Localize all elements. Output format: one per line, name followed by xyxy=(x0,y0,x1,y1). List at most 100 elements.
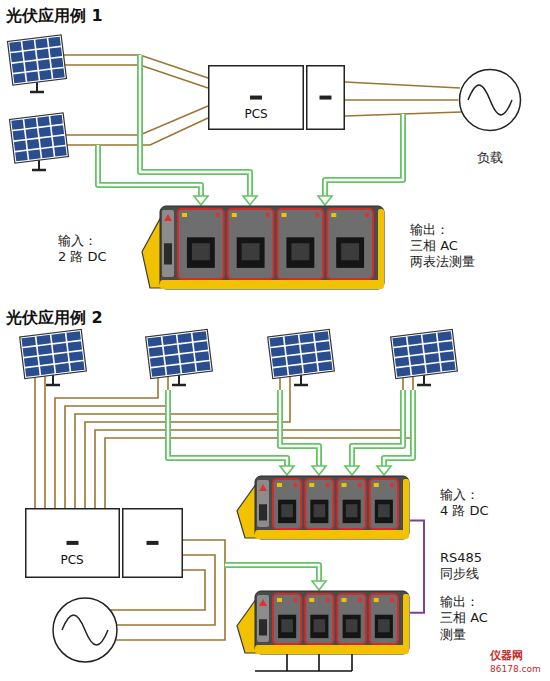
power-analyzer: 输出： 三相 AC 测量 xyxy=(235,590,410,655)
panel-cell xyxy=(22,40,35,50)
dc-wire xyxy=(65,376,168,508)
dc-wires xyxy=(35,55,413,508)
module-tab xyxy=(342,483,347,487)
signal-arrow xyxy=(168,390,287,466)
panel-base xyxy=(294,384,308,387)
section-heading: 光伏应用例 2 xyxy=(6,308,103,328)
signal-arrowhead xyxy=(312,581,326,590)
pcs-compartment xyxy=(209,66,304,130)
pcs-compartment xyxy=(123,509,183,578)
panel-cell xyxy=(394,347,408,357)
ac-wire xyxy=(345,82,460,88)
panel-cell xyxy=(179,343,193,353)
clamp-lead xyxy=(318,652,320,671)
module-jack xyxy=(286,237,314,268)
panel-base xyxy=(32,169,46,172)
panel-cell xyxy=(11,52,24,62)
panel-cell xyxy=(314,331,328,341)
panel-cell xyxy=(299,333,313,343)
solar-panel xyxy=(20,329,87,378)
panel-cell xyxy=(147,337,161,347)
panel-base xyxy=(172,384,186,387)
panel-cell xyxy=(39,127,52,137)
panel-cell xyxy=(55,363,69,373)
input-module xyxy=(278,209,324,279)
node-text: PCS xyxy=(245,107,268,122)
side-port xyxy=(259,619,267,635)
panel-cell xyxy=(26,71,39,81)
signal-arrow-core xyxy=(352,390,403,466)
module-jack-inner xyxy=(378,619,390,632)
panel-cell xyxy=(422,333,436,343)
module-led xyxy=(325,483,329,487)
panel-cell xyxy=(196,361,210,371)
panel-cell xyxy=(40,365,54,375)
signal-arrow xyxy=(98,145,201,196)
signal-arrow-core xyxy=(280,390,319,466)
panel-cell xyxy=(288,365,302,375)
panel-cell xyxy=(269,337,283,347)
module-led xyxy=(315,213,319,217)
panel-cell xyxy=(15,151,28,161)
module-led xyxy=(216,213,220,217)
node-text: 输出： 三相 AC 两表法测量 xyxy=(410,222,477,271)
pcs-indicator xyxy=(67,541,79,545)
module-tab xyxy=(277,483,282,487)
panel-cell xyxy=(166,365,180,375)
panel-cell xyxy=(37,116,50,126)
node-shape xyxy=(25,508,183,578)
input-module xyxy=(273,479,301,529)
housing-body xyxy=(160,206,384,289)
section-heading: 光伏应用例 1 xyxy=(6,6,103,26)
panel-frame xyxy=(20,329,87,378)
panel-cell xyxy=(287,355,301,365)
pcs-box: PCS xyxy=(208,65,345,130)
module-jack xyxy=(278,615,296,638)
signal-arrowhead xyxy=(377,466,391,475)
panel-cell xyxy=(52,125,65,135)
panel-cell xyxy=(284,335,298,345)
module-jack-inner xyxy=(314,619,326,632)
panel-cell xyxy=(194,341,208,351)
input-module xyxy=(338,594,366,644)
warning-mark xyxy=(164,214,172,221)
module-jack xyxy=(343,615,361,638)
pcs-box: PCS xyxy=(25,508,183,578)
module-led xyxy=(358,598,362,602)
panel-cell xyxy=(439,341,453,351)
panel-cell xyxy=(180,353,194,363)
panel-cell xyxy=(53,136,66,146)
housing-end xyxy=(378,209,384,286)
panel-cell xyxy=(24,357,38,367)
node-text: 输入： 4 路 DC xyxy=(440,487,490,520)
panel-cell xyxy=(395,357,409,367)
node-shape xyxy=(235,475,410,540)
panel-cell xyxy=(25,61,38,71)
panel-cell xyxy=(151,367,165,377)
housing-trim xyxy=(255,645,409,654)
module-jack-inner xyxy=(192,243,210,260)
module-jack-inner xyxy=(346,504,358,517)
panel-cell xyxy=(26,128,39,138)
panel-cell xyxy=(27,139,40,149)
signal-arrowhead xyxy=(345,466,359,475)
panel-cell xyxy=(39,355,53,365)
panel-cell xyxy=(66,331,80,341)
module-jack-inner xyxy=(346,619,358,632)
panel-cell xyxy=(54,353,68,363)
panel-cell xyxy=(14,140,27,150)
pcs-compartment xyxy=(26,509,120,578)
side-port xyxy=(164,243,172,264)
panel-cell xyxy=(424,343,438,353)
panel-cell xyxy=(411,365,425,375)
signal-arrow xyxy=(352,390,403,466)
module-jack xyxy=(278,500,296,523)
signal-arrowhead xyxy=(280,466,294,475)
clamp-leads xyxy=(255,652,352,671)
input-module xyxy=(338,479,366,529)
module-tab xyxy=(282,213,287,217)
signal-arrowhead xyxy=(194,196,208,205)
panel-cell xyxy=(177,333,191,343)
node-text: 负载 xyxy=(477,150,503,166)
